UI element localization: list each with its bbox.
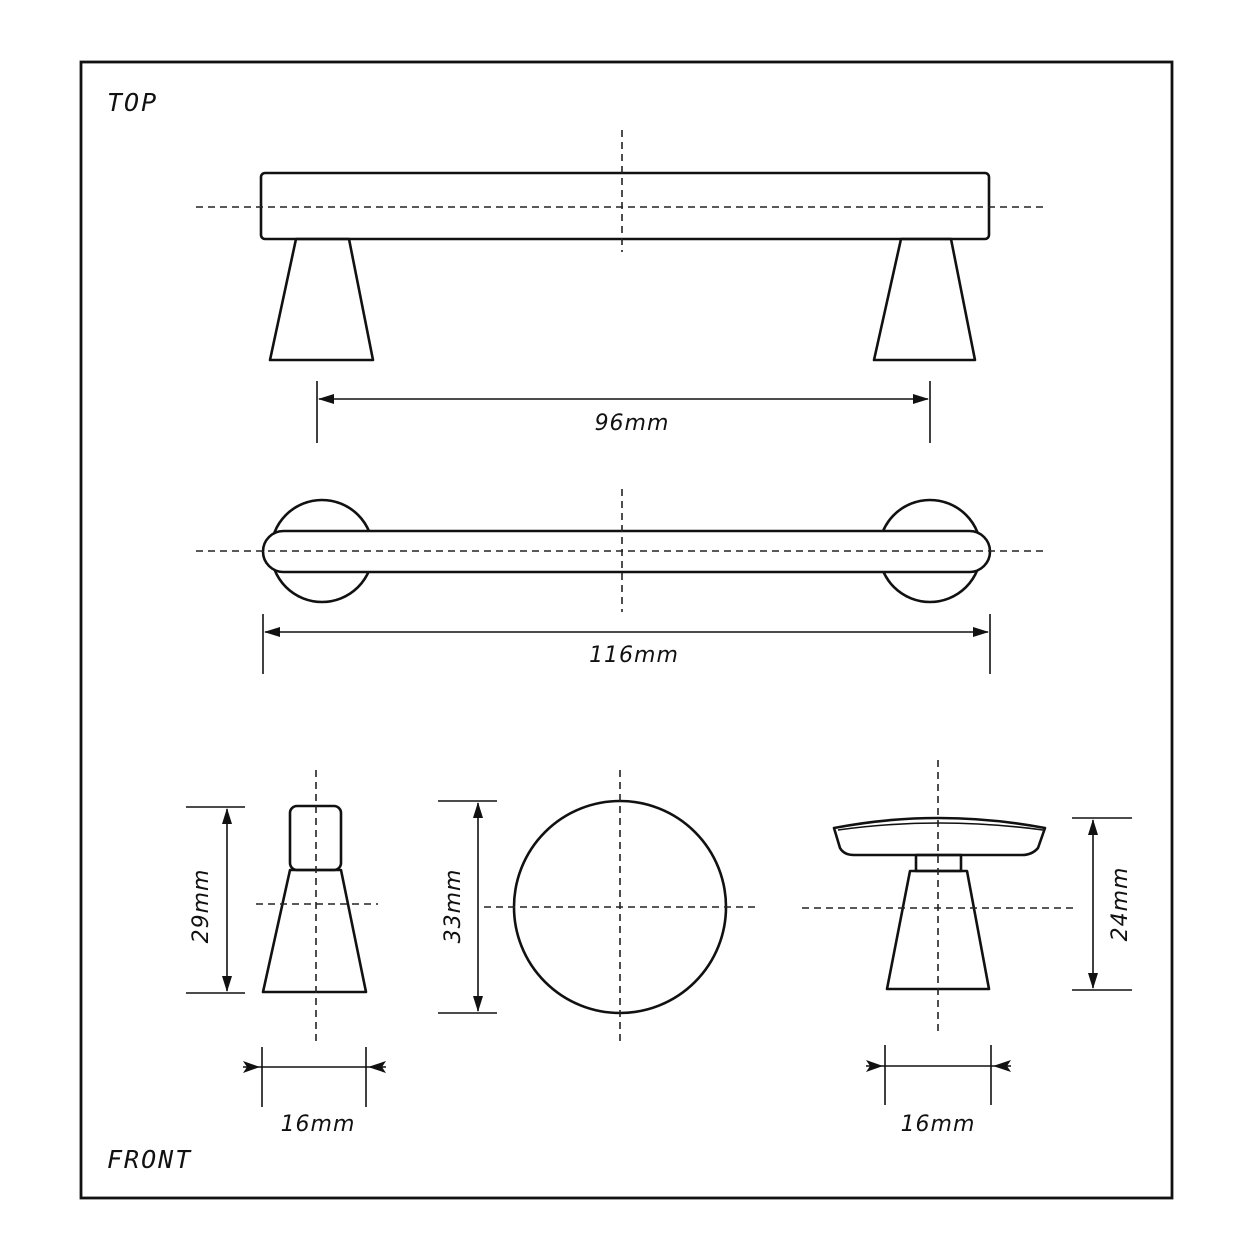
- knob-cap: [832, 816, 1047, 857]
- dimension-label: 29mm: [189, 869, 214, 944]
- dimension-label: 16mm: [281, 1112, 356, 1137]
- dimension-29mm: 29mm: [186, 806, 245, 994]
- dimension-33mm: 33mm: [438, 800, 497, 1014]
- knob-profile-stem: [885, 869, 991, 991]
- dimension-24mm: 24mm: [1072, 817, 1133, 991]
- dimension-16mm-left: 16mm: [243, 1047, 386, 1137]
- pull-right-leg: [872, 237, 977, 362]
- knob-stem: [261, 868, 368, 994]
- knob-face-view: [484, 770, 758, 1045]
- view-label-top: TOP: [107, 88, 158, 117]
- drawing-frame: [79, 60, 1174, 1200]
- dimension-16mm-right: 16mm: [866, 1045, 1011, 1137]
- pull-left-leg: [268, 237, 375, 362]
- arrow-head: [993, 1060, 1011, 1072]
- dimension-label: 33mm: [441, 869, 466, 944]
- knob-side-view: [256, 770, 378, 1045]
- dimension-label: 116mm: [589, 643, 679, 668]
- dimension-label: 96mm: [595, 411, 670, 436]
- pull-side-view: [196, 130, 1043, 362]
- arrow-head: [243, 1061, 260, 1073]
- knob-profile-view: [802, 760, 1074, 1035]
- arrow-head: [368, 1061, 386, 1073]
- pull-top-view: [196, 489, 1043, 612]
- knob-cap-rim: [837, 822, 1044, 831]
- dimension-label: 16mm: [901, 1112, 976, 1137]
- arrow-head: [866, 1060, 883, 1072]
- dimension-label: 24mm: [1108, 867, 1133, 942]
- dimension-116mm: 116mm: [262, 614, 991, 674]
- dimension-96mm: 96mm: [316, 381, 931, 443]
- view-label-front: FRONT: [107, 1145, 192, 1174]
- pull-bar-side: [259, 171, 991, 241]
